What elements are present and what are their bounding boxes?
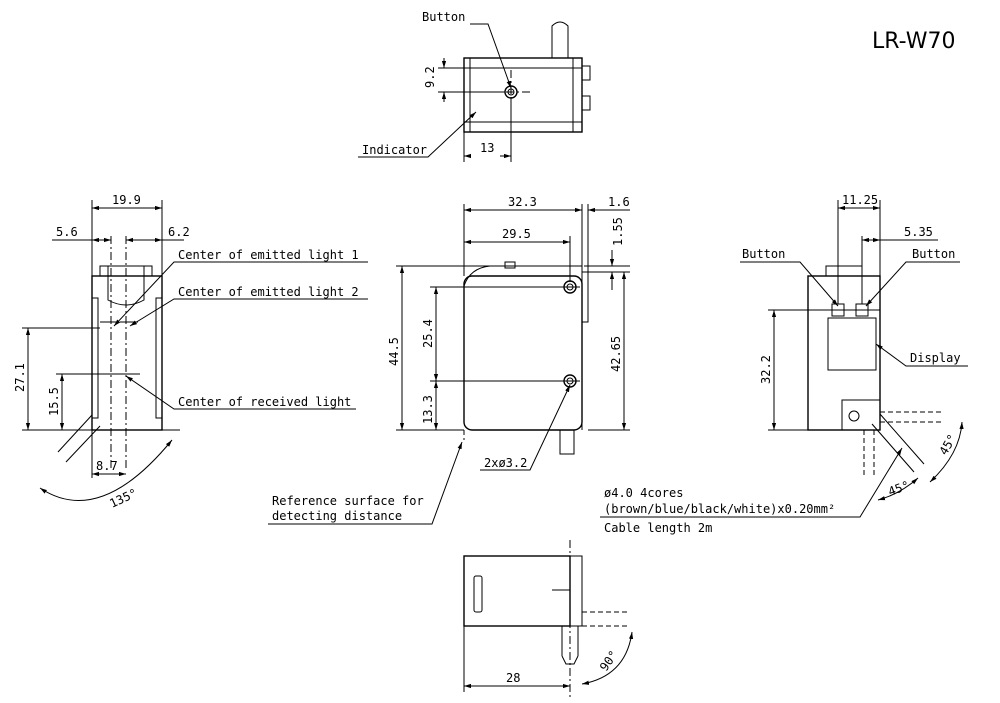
- reference-label-1: Reference surface for: [272, 494, 424, 508]
- cable-note: ø4.0 4cores (brown/blue/black/white)x0.2…: [600, 447, 903, 535]
- top-indicator-label: Indicator: [362, 143, 427, 157]
- bottom-view-body: [463, 555, 571, 627]
- top-dim-width: 13: [480, 141, 494, 155]
- right-display: [827, 317, 877, 371]
- left-dim-h2: 15.5: [47, 387, 61, 416]
- top-view: Button Indicator 9.2 13: [358, 10, 591, 162]
- right-dim-width: 11.25: [842, 193, 878, 207]
- left-angle: 135°: [107, 486, 139, 511]
- bottom-angle: 90°: [597, 648, 621, 674]
- left-dim-right: 6.2: [168, 225, 190, 239]
- top-view-cable: [551, 21, 569, 58]
- right-angle-2: 45°: [886, 478, 911, 499]
- front-view-body: [463, 275, 583, 431]
- top-view-body: [463, 57, 583, 133]
- left-dim-bottom: 8.7: [96, 459, 118, 473]
- right-display-label: Display: [910, 351, 961, 365]
- front-dim-bottom-hole: 13.3: [421, 395, 435, 424]
- bottom-view: 28 90°: [463, 540, 634, 700]
- right-dim-height: 32.2: [759, 355, 773, 384]
- right-view: 11.25 5.35 Button Button Display 32.2 45…: [740, 193, 968, 501]
- right-button-left-label: Button: [742, 247, 785, 261]
- front-view: 32.3 29.5 1.6 1.55 44.5 25.4 13.3 42.65 …: [268, 195, 630, 525]
- left-view: 19.9 5.6 6.2 Center of emitted light 1 C…: [13, 193, 368, 511]
- left-dim-left: 5.6: [56, 225, 78, 239]
- right-dim-offset: 5.35: [904, 225, 933, 239]
- front-dim-offset: 1.6: [608, 195, 630, 209]
- front-dim-right-height: 42.65: [609, 336, 623, 372]
- right-view-body: [807, 275, 881, 431]
- right-button-right-label: Button: [912, 247, 955, 261]
- right-angle-1: 45°: [936, 432, 959, 458]
- received-label: Center of received light: [178, 395, 351, 409]
- front-dim-inner-width: 29.5: [502, 227, 531, 241]
- front-dim-small: 1.55: [611, 217, 625, 246]
- reference-label-2: detecting distance: [272, 509, 402, 523]
- front-dim-height: 44.5: [387, 337, 401, 366]
- bottom-dim-width: 28: [506, 671, 520, 685]
- cable-line-3: Cable length 2m: [604, 521, 712, 535]
- top-button-label: Button: [422, 10, 465, 24]
- emit2-label: Center of emitted light 2: [178, 285, 359, 299]
- top-dim-height: 9.2: [423, 66, 437, 88]
- left-dim-width: 19.9: [112, 193, 141, 207]
- left-dim-h1: 27.1: [13, 363, 27, 392]
- front-dim-hole-spacing: 25.4: [421, 319, 435, 348]
- cable-line-2: (brown/blue/black/white)x0.20mm²: [604, 502, 835, 516]
- model-title: LR-W70: [872, 29, 955, 54]
- emit1-label: Center of emitted light 1: [178, 248, 359, 262]
- front-holes-label: 2xø3.2: [484, 456, 527, 470]
- left-view-body: [91, 275, 163, 431]
- cable-line-1: ø4.0 4cores: [604, 486, 683, 500]
- front-dim-width: 32.3: [508, 195, 537, 209]
